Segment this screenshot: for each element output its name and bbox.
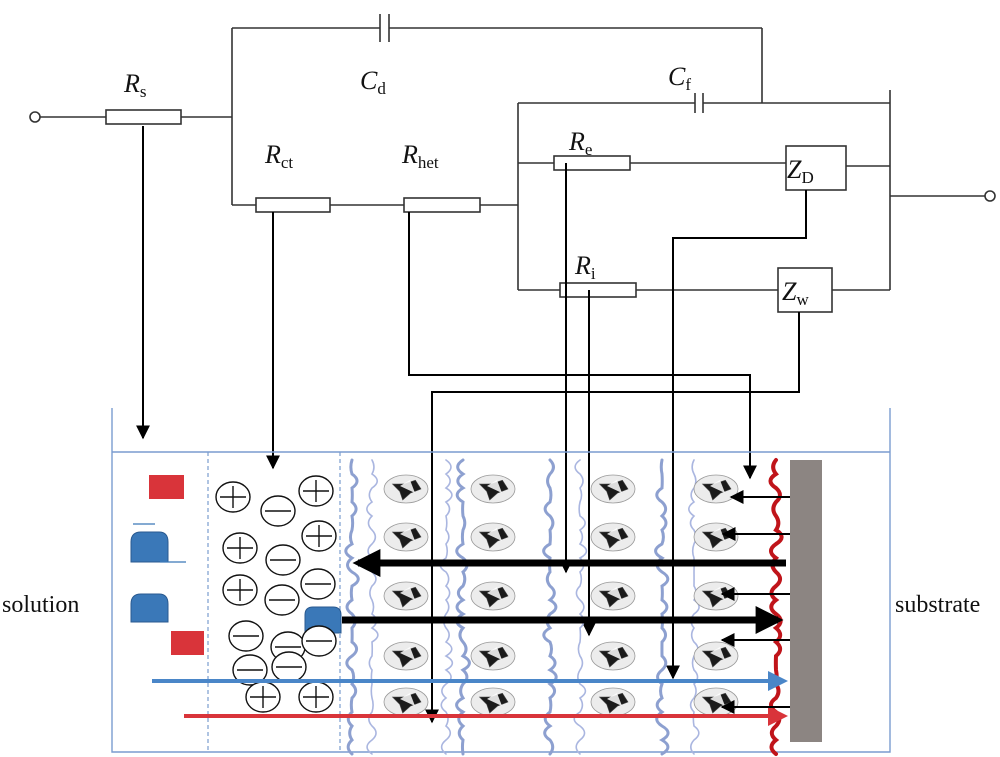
nanoparticle-icon: [693, 474, 739, 504]
impedance-zd: [785, 145, 847, 191]
blue-ion-2: [130, 593, 169, 623]
nanoparticle-icon: [693, 522, 739, 552]
plus-ion-icon: [215, 481, 251, 513]
plus-ion-icon: [222, 574, 258, 606]
polymer-chain-icon: [455, 458, 471, 756]
resistor-ri: [559, 282, 637, 298]
right-terminal: [984, 190, 996, 202]
nanoparticle-icon: [383, 641, 429, 671]
polymer-chain-icon: [768, 458, 784, 756]
double-layer-ions: [215, 475, 337, 713]
nanoparticle-icon: [590, 522, 636, 552]
minus-ion-icon: [232, 654, 268, 686]
nanoparticle-icon: [590, 581, 636, 611]
polymer-chains: [344, 458, 784, 756]
polymer-chain-icon: [573, 459, 588, 755]
resistor-rhet: [403, 197, 481, 213]
minus-ion-icon: [300, 568, 336, 600]
label-cf: Cf: [668, 62, 691, 94]
red-ion-1: [149, 475, 184, 499]
label-zw: Zw: [782, 277, 809, 309]
nanoparticle-icon: [470, 687, 516, 717]
plus-ion-icon: [298, 475, 334, 507]
nanoparticle-icon: [383, 522, 429, 552]
label-rs: Rs: [123, 69, 147, 101]
label-zd: ZD: [787, 155, 814, 187]
arrow-zw: [425, 312, 800, 724]
nanoparticle-icon: [470, 641, 516, 671]
plus-ion-icon: [222, 532, 258, 564]
plus-ion-icon: [245, 681, 281, 713]
minus-ion-icon: [264, 584, 300, 616]
arrow-rhet: [408, 212, 757, 480]
impedance-zw: [777, 267, 833, 313]
polymer-chain-icon: [366, 459, 379, 755]
minus-ion-icon: [260, 495, 296, 527]
connector-arrows: [136, 126, 807, 724]
nanoparticle-icon: [590, 474, 636, 504]
polymer-chain-icon: [654, 458, 670, 756]
nanoparticle-icon: [383, 687, 429, 717]
label-ri: Ri: [574, 251, 596, 283]
nanoparticle-icon: [693, 641, 739, 671]
nanoparticle-icon: [590, 641, 636, 671]
minus-ion-icon: [301, 625, 337, 657]
minus-ion-icon: [271, 651, 307, 683]
polymer-chain-icon: [542, 458, 558, 756]
nanoparticle-icon: [383, 474, 429, 504]
cell-container: [111, 408, 891, 753]
resistor-rs: [105, 109, 182, 125]
resistor-rct: [255, 197, 331, 213]
nanoparticle-icon: [470, 522, 516, 552]
polymer-chain-icon: [688, 459, 700, 755]
nanoparticle-icon: [470, 474, 516, 504]
substrate-electrode: [790, 460, 822, 742]
label-rct: Rct: [264, 140, 293, 172]
polymer-chain-icon: [439, 459, 454, 755]
plus-ion-icon: [298, 681, 334, 713]
label-re: Re: [568, 127, 592, 159]
substrate-label: substrate: [895, 592, 980, 618]
nanoparticle-icon: [693, 581, 739, 611]
nanoparticle-icon: [590, 687, 636, 717]
circuit: [29, 14, 996, 313]
label-cd: Cd: [360, 66, 386, 98]
arrow-zd: [666, 190, 807, 680]
left-terminal: [29, 111, 41, 123]
label-rhet: Rhet: [401, 140, 439, 172]
minus-ion-icon: [228, 620, 264, 652]
blue-ion-1: [130, 531, 169, 563]
solution-label: solution: [2, 592, 79, 618]
polymer-chain-icon: [344, 458, 360, 756]
minus-ion-icon: [265, 544, 301, 576]
electrochemical-cell: [111, 408, 891, 753]
transport-arrows: [152, 490, 790, 726]
nanoparticle-icon: [470, 581, 516, 611]
nanoparticle-icon: [693, 687, 739, 717]
plus-ion-icon: [301, 520, 337, 552]
nanoparticle-icon: [383, 581, 429, 611]
red-ion-2: [171, 631, 204, 655]
